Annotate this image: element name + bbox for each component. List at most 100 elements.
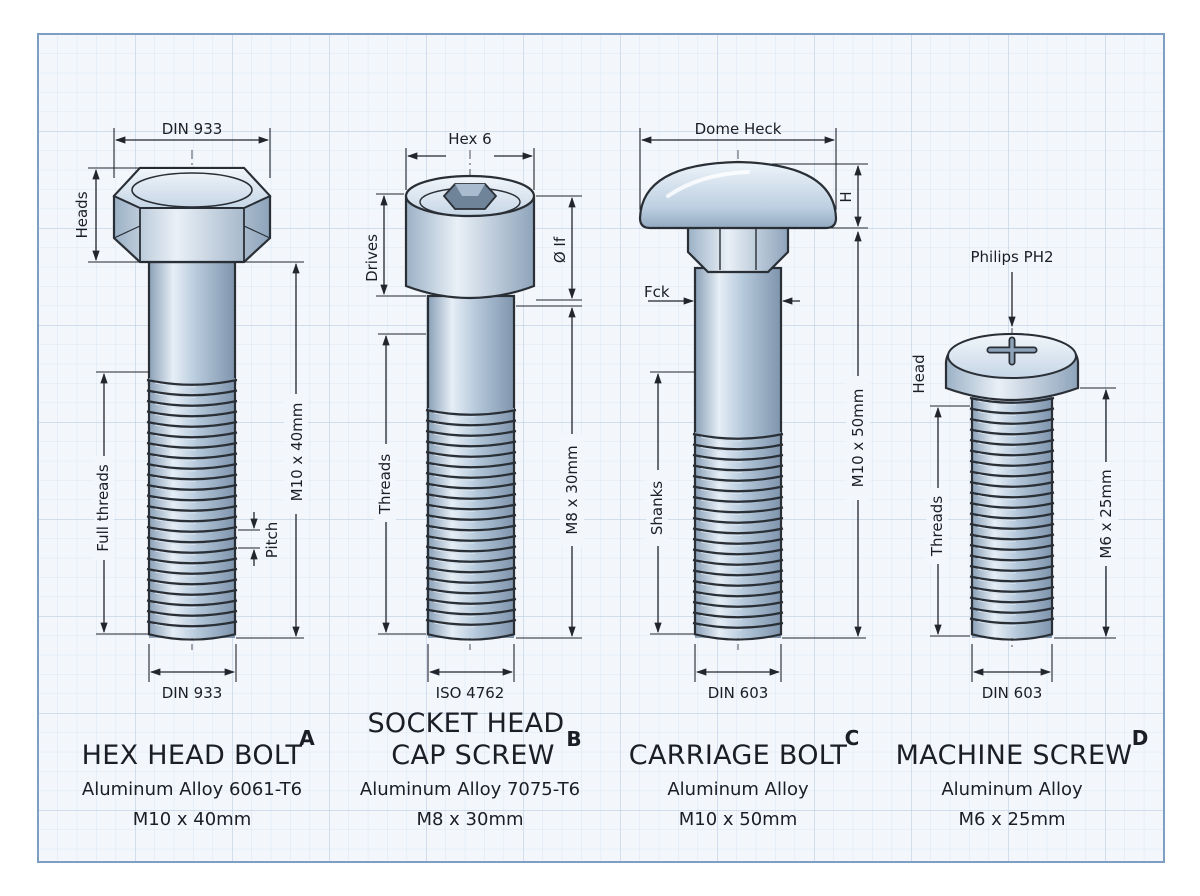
hex-bolt-material: Aluminum Alloy 6061-T6 xyxy=(82,779,302,800)
caption-socket-head-cap-screw: SOCKET HEAD CAP SCREW B Aluminum Alloy 7… xyxy=(360,708,582,830)
caption-carriage-bolt: CARRIAGE BOLT C Aluminum Alloy M10 x 50m… xyxy=(629,726,860,830)
thread-highlight xyxy=(433,527,476,534)
socket-cap-screw-drawing: Hex 6 Drives Threads Ø If M8 x 30mm ISO … xyxy=(363,130,584,702)
thread-highlight xyxy=(433,548,476,555)
thread-ridge xyxy=(146,567,238,575)
thread-ridge xyxy=(969,522,1055,530)
machine-screw-drawing: Philips PH2 Head Threads M6 x 25mm DIN 6… xyxy=(910,248,1118,702)
thread-highlight xyxy=(700,488,743,495)
thread-ridge xyxy=(969,501,1055,509)
thread-ridge xyxy=(425,513,517,521)
hex-bolt-head-label: Heads xyxy=(73,191,91,238)
thread-highlight xyxy=(977,400,1017,406)
thread-highlight xyxy=(700,446,743,453)
thread-ridge xyxy=(425,461,517,469)
thread-ridge xyxy=(692,485,784,493)
thread-highlight xyxy=(977,410,1017,417)
thread-highlight xyxy=(977,547,1017,553)
thread-highlight xyxy=(154,413,197,420)
thread-highlight xyxy=(433,443,476,450)
thread-ridge xyxy=(969,554,1055,562)
thread-ridge xyxy=(969,480,1055,488)
thread-ridge xyxy=(969,606,1055,614)
thread-ridge xyxy=(146,599,238,607)
thread-ridge xyxy=(425,618,517,626)
thread-ridge xyxy=(969,564,1055,572)
thread-ridge xyxy=(146,399,238,407)
socket-screw-material: Aluminum Alloy 7075-T6 xyxy=(360,779,580,800)
thread-highlight xyxy=(700,530,743,537)
thread-ridge xyxy=(425,450,517,458)
socket-screw-drive-label: Drives xyxy=(363,234,381,282)
thread-ridge xyxy=(146,536,238,544)
thread-ridge xyxy=(692,443,784,451)
carriage-bolt-threads xyxy=(692,432,784,641)
socket-screw-threads xyxy=(425,408,517,641)
thread-highlight xyxy=(433,464,476,471)
thread-highlight xyxy=(433,485,476,492)
hex-bolt-size: M10 x 40mm xyxy=(133,809,252,830)
thread-ridge xyxy=(969,428,1055,436)
thread-ridge xyxy=(969,533,1055,541)
thread-highlight xyxy=(700,436,743,442)
machine-screw-standard-top: Philips PH2 xyxy=(970,248,1053,266)
thread-highlight xyxy=(700,625,743,631)
thread-ridge xyxy=(969,617,1055,625)
thread-ridge xyxy=(425,587,517,595)
thread-ridge xyxy=(969,575,1055,583)
thread-ridge xyxy=(969,512,1055,520)
sheet-border xyxy=(37,33,1165,863)
machine-screw-head-label: Head xyxy=(910,354,928,393)
thread-highlight xyxy=(977,557,1017,564)
thread-highlight xyxy=(154,392,197,399)
machine-screw-threads-label: Threads xyxy=(928,496,946,557)
carriage-bolt-drawing: Dome Heck H Fck Shanks M10 x 50mm DIN 60… xyxy=(638,120,870,702)
thread-ridge xyxy=(969,543,1055,551)
carriage-bolt-head-height-label: H xyxy=(837,191,855,202)
carriage-bolt-standard-top: Dome Heck xyxy=(695,120,782,138)
socket-screw-standard-top: Hex 6 xyxy=(448,130,491,148)
thread-ridge xyxy=(692,506,784,514)
thread-highlight xyxy=(700,572,743,579)
thread-ridge xyxy=(692,474,784,482)
socket-screw-standard-bottom: ISO 4762 xyxy=(436,684,505,702)
socket-screw-title-line-2: CAP SCREW xyxy=(391,740,554,771)
thread-ridge xyxy=(425,576,517,584)
thread-highlight xyxy=(154,613,197,619)
hex-head-bolt-drawing: DIN 933 Heads Full threads M10 x 40mm Pi… xyxy=(73,120,308,702)
thread-ridge xyxy=(425,524,517,532)
thread-highlight xyxy=(700,467,743,474)
thread-highlight xyxy=(433,622,476,628)
hex-bolt-threads xyxy=(146,378,238,641)
thread-ridge xyxy=(969,449,1055,457)
thread-ridge xyxy=(969,407,1055,415)
socket-screw-title-line-1: SOCKET HEAD xyxy=(367,708,564,739)
thread-ridge xyxy=(425,534,517,542)
hex-bolt-length-label: M10 x 40mm xyxy=(288,403,306,502)
thread-ridge xyxy=(969,491,1055,499)
thread-highlight xyxy=(154,424,197,430)
thread-highlight xyxy=(433,538,476,544)
thread-highlight xyxy=(433,590,476,597)
carriage-bolt-length-label: M10 x 50mm xyxy=(849,389,867,488)
thread-highlight xyxy=(154,445,197,451)
thread-ridge xyxy=(146,420,238,428)
thread-highlight xyxy=(433,506,476,513)
thread-ridge xyxy=(146,557,238,565)
caption-hex-head-bolt: HEX HEAD BOLT A Aluminum Alloy 6061-T6 M… xyxy=(82,726,316,830)
thread-highlight xyxy=(433,454,476,460)
thread-highlight xyxy=(977,610,1017,616)
thread-highlight xyxy=(433,580,476,586)
thread-highlight xyxy=(977,431,1017,438)
caption-machine-screw: MACHINE SCREW D Aluminum Alloy M6 x 25mm xyxy=(896,726,1149,830)
thread-ridge xyxy=(692,569,784,577)
carriage-bolt-title: CARRIAGE BOLT xyxy=(629,740,848,771)
thread-ridge xyxy=(969,459,1055,467)
carriage-bolt-neck-label: Fck xyxy=(644,283,670,301)
thread-ridge xyxy=(146,389,238,397)
thread-ridge xyxy=(969,396,1055,404)
thread-highlight xyxy=(977,421,1017,427)
thread-highlight xyxy=(154,623,197,630)
thread-highlight xyxy=(700,583,743,589)
thread-ridge xyxy=(146,483,238,491)
